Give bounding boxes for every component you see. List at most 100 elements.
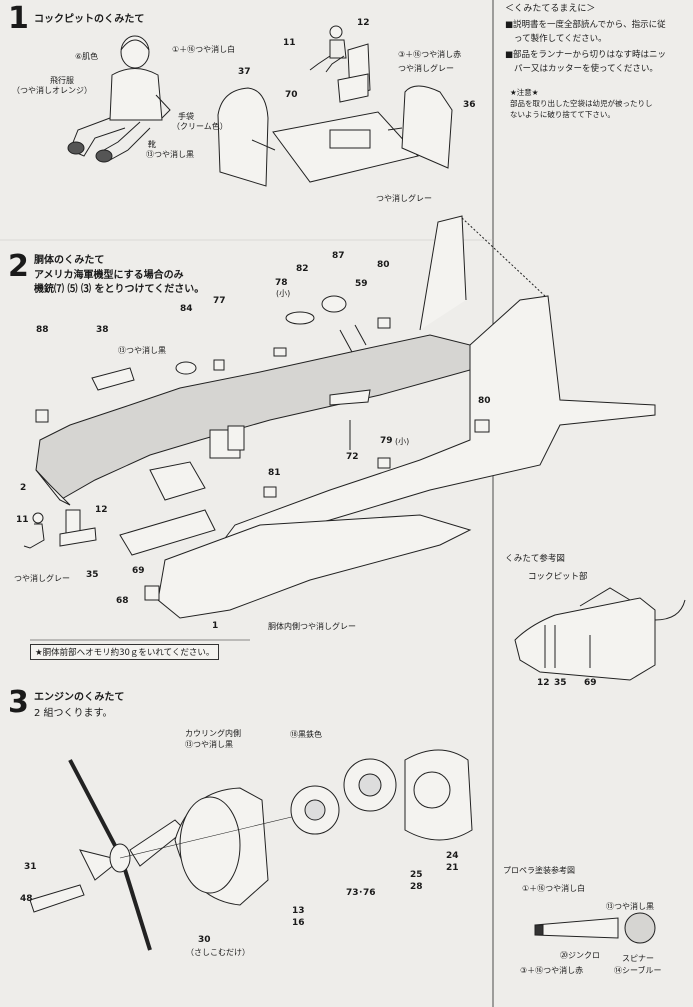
caution-heading: ★注意★ bbox=[510, 88, 539, 97]
part-79-small: (小) bbox=[395, 437, 410, 446]
engine-mount bbox=[404, 749, 473, 841]
sidebar-item-2: ■部品をランナーから切りはなす時はニッ bbox=[505, 50, 667, 60]
label-iron: ⑱黒鉄色 bbox=[290, 730, 322, 739]
part-88-label: 88 bbox=[36, 325, 49, 335]
caution-line-1: 部品を取り出した空袋は幼児が被ったりし bbox=[510, 99, 653, 108]
bulkhead-37 bbox=[217, 87, 269, 187]
prop-ref-white: ①＋⑯つや消し白 bbox=[522, 884, 586, 893]
nose-lower-1 bbox=[157, 514, 472, 619]
prop-ref-title: プロペラ塗装参考図 bbox=[503, 866, 575, 875]
part-13-label: 13 bbox=[292, 906, 305, 916]
ref-part-35: 35 bbox=[554, 678, 567, 688]
part-24-label: 24 bbox=[446, 851, 459, 861]
caution-line-2: ないように破り捨てて下さい。 bbox=[510, 110, 615, 119]
part-68-label: 68 bbox=[116, 596, 129, 606]
part-37-label: 37 bbox=[238, 67, 251, 77]
label-suit-color: （つや消しオレンジ） bbox=[12, 86, 92, 95]
step-3-subtitle: 2 組つくります。 bbox=[34, 708, 113, 719]
label-seat-red: ③＋⑯つや消し赤 bbox=[398, 50, 462, 59]
part-79-label: 79 bbox=[380, 436, 393, 446]
part-69 bbox=[119, 509, 216, 556]
part-69-label: 69 bbox=[132, 566, 145, 576]
label-inside-grey: 胴体内側つや消しグレー bbox=[268, 622, 356, 631]
part-2-label: 2 bbox=[20, 483, 27, 493]
ref-fig-cockpit: コックピット部 bbox=[528, 572, 588, 582]
label-black-38: ⑬つや消し黒 bbox=[118, 346, 166, 355]
label-boots: 靴 bbox=[148, 140, 156, 149]
seat-part bbox=[337, 43, 371, 103]
part-12-label-s2: 12 bbox=[95, 505, 108, 515]
prop-ref-black: ⑬つや消し黒 bbox=[606, 902, 654, 911]
part-38-label: 38 bbox=[96, 325, 109, 335]
fuselage-right-half bbox=[218, 295, 656, 546]
prop-ref-red: ③＋⑯つや消し赤 bbox=[520, 966, 584, 975]
part-1-label: 1 bbox=[212, 621, 219, 631]
pilot-figure bbox=[67, 35, 171, 163]
step-2-line-3: 機銃⑺ ⑸ ⑶ をとりつけてください。 bbox=[34, 284, 205, 295]
part-30-note: （さしこむだけ） bbox=[186, 948, 250, 957]
label-seat-grey: つや消しグレー bbox=[398, 64, 454, 73]
part-30-label: 30 bbox=[198, 935, 211, 945]
part-16-label: 16 bbox=[292, 918, 305, 928]
part-31-label: 31 bbox=[24, 862, 37, 872]
weight-note: ★胴体前部へオモリ約30ｇをいれてください。 bbox=[30, 644, 220, 660]
part-36-label: 36 bbox=[463, 100, 476, 110]
label-cowl-in-black: ⑬つや消し黒 bbox=[185, 740, 233, 749]
label-face: ⑥肌色 bbox=[75, 52, 99, 61]
part-12-label: 12 bbox=[357, 18, 370, 28]
step-1-title: コックピットのくみたて bbox=[34, 14, 145, 25]
sidebar-item-1: ■説明書を一度全部読んでから、指示に従 bbox=[505, 20, 666, 30]
prop-ref-spinner: スピナー bbox=[622, 954, 654, 963]
step-2-number: 2 bbox=[8, 249, 29, 284]
ref-cockpit-figure bbox=[514, 587, 686, 681]
tail-fin bbox=[419, 215, 467, 331]
part-78-label: 78 bbox=[275, 278, 288, 288]
prop-ref-zinc: ⑳ジンクロ bbox=[560, 951, 600, 960]
bulkhead-36 bbox=[401, 85, 453, 169]
label-glove: 手袋 bbox=[178, 112, 194, 121]
ref-part-12: 12 bbox=[537, 678, 550, 688]
part-21-label: 21 bbox=[446, 863, 459, 873]
ref-part-69: 69 bbox=[584, 678, 597, 688]
part-87-label: 87 bbox=[332, 251, 345, 261]
step-3-title: エンジンのくみたて bbox=[34, 692, 125, 703]
label-glove-color: （クリーム色） bbox=[172, 122, 228, 131]
sidebar-heading: ＜くみたてるまえに＞ bbox=[505, 4, 596, 14]
part-28-label: 28 bbox=[410, 882, 423, 892]
step-2-line-2: アメリカ海軍機型にする場合のみ bbox=[34, 270, 184, 281]
part-77-label: 77 bbox=[213, 296, 226, 306]
propeller-ref-figure bbox=[534, 912, 656, 944]
step-2-title: 胴体のくみたて bbox=[34, 255, 105, 266]
step-1-number: 1 bbox=[8, 1, 29, 36]
label-suit: 飛行服 bbox=[50, 76, 74, 85]
seated-pilot-figure bbox=[309, 25, 347, 73]
step-3-number: 3 bbox=[8, 685, 29, 720]
ref-fig-title: くみたて参考図 bbox=[505, 554, 565, 564]
label-grey-s2: つや消しグレー bbox=[14, 574, 70, 583]
sidebar-item-1b: って製作してください。 bbox=[514, 34, 607, 44]
engine-cylinders bbox=[290, 758, 397, 835]
part-59-label: 59 bbox=[355, 279, 368, 289]
label-cowl-in: カウリング内側 bbox=[185, 729, 241, 738]
part-82-label: 82 bbox=[296, 264, 309, 274]
part-80-label-a: 80 bbox=[377, 260, 390, 270]
sidebar-item-2b: パー又はカッターを使ってください。 bbox=[514, 64, 658, 74]
part-48-label: 48 bbox=[20, 894, 33, 904]
propeller-assembly bbox=[29, 759, 186, 951]
part-81-label: 81 bbox=[268, 468, 281, 478]
label-floor-grey: つや消しグレー bbox=[376, 194, 432, 203]
part-25-label: 25 bbox=[410, 870, 423, 880]
part-11-label-s2: 11 bbox=[16, 515, 29, 525]
label-boots-color: ⑬つや消し黒 bbox=[146, 150, 194, 159]
part-70-label: 70 bbox=[285, 90, 298, 100]
part-84-label: 84 bbox=[180, 304, 193, 314]
part-73-76-label: 73･76 bbox=[346, 888, 376, 898]
prop-ref-blue: ⑭シーブルー bbox=[614, 966, 662, 975]
part-72-label: 72 bbox=[346, 452, 359, 462]
part-35-label: 35 bbox=[86, 570, 99, 580]
part-80-label-b: 80 bbox=[478, 396, 491, 406]
part-78-small: (小) bbox=[276, 289, 291, 298]
label-helmet: ①＋⑯つや消し白 bbox=[172, 45, 236, 54]
part-11-label: 11 bbox=[283, 38, 296, 48]
